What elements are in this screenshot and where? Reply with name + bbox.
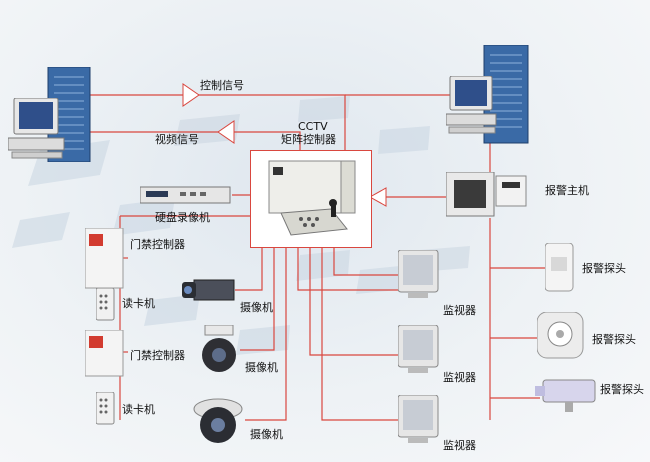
arrow-alarm	[368, 187, 387, 207]
monitor-3-icon	[397, 394, 440, 449]
monitor-2-icon	[397, 324, 440, 379]
label-detector-3: 报警探头	[600, 383, 644, 396]
wire-monitor-3	[321, 245, 400, 421]
label-video-signal: 视频信号	[155, 133, 199, 146]
label-monitor-1: 监视器	[443, 304, 476, 317]
box-camera-icon	[182, 276, 236, 310]
label-monitor-2: 监视器	[443, 371, 476, 384]
wire-monitor-2	[309, 245, 400, 356]
pir-detector-icon	[544, 242, 575, 297]
wire-monitor-1	[297, 245, 400, 291]
label-camera-1: 摄像机	[240, 301, 273, 314]
label-cctv: CCTV	[298, 120, 328, 133]
label-card-reader-1: 读卡机	[122, 297, 155, 310]
access-controller-2-icon	[84, 329, 125, 382]
label-camera-2: 摄像机	[245, 361, 278, 374]
label-detector-2: 报警探头	[592, 333, 636, 346]
wire-camera-1	[235, 245, 263, 291]
left-pc-icon	[7, 97, 68, 164]
label-access-controller-2: 门禁控制器	[130, 349, 185, 362]
monitor-1-icon	[397, 249, 440, 304]
wire-camera-2	[240, 245, 275, 351]
label-card-reader-2: 读卡机	[122, 403, 155, 416]
access-controller-1-icon	[84, 227, 125, 294]
dvr-icon	[139, 185, 232, 209]
arrow-video	[217, 120, 235, 144]
label-camera-3: 摄像机	[250, 428, 283, 441]
wire-camera-3	[245, 245, 287, 421]
wire-monitor-1b	[333, 245, 400, 276]
dome-camera-1-icon	[199, 324, 239, 379]
cctv-matrix-box	[250, 150, 372, 248]
dome-camera-2-icon	[192, 395, 244, 451]
round-detector-icon	[536, 311, 585, 366]
alarm-host-icon	[445, 171, 528, 222]
right-pc-icon	[445, 75, 498, 140]
label-matrix-controller: 矩阵控制器	[281, 133, 336, 146]
label-alarm-host: 报警主机	[545, 184, 589, 197]
arrow-control	[182, 83, 200, 107]
label-monitor-3: 监视器	[443, 439, 476, 452]
label-dvr: 硬盘录像机	[155, 211, 210, 224]
label-detector-1: 报警探头	[582, 262, 626, 275]
label-control-signal: 控制信号	[200, 79, 244, 92]
beam-detector-icon	[535, 378, 601, 418]
label-access-controller-1: 门禁控制器	[130, 238, 185, 251]
card-reader-2-icon	[95, 391, 116, 430]
card-reader-1-icon	[95, 287, 116, 326]
